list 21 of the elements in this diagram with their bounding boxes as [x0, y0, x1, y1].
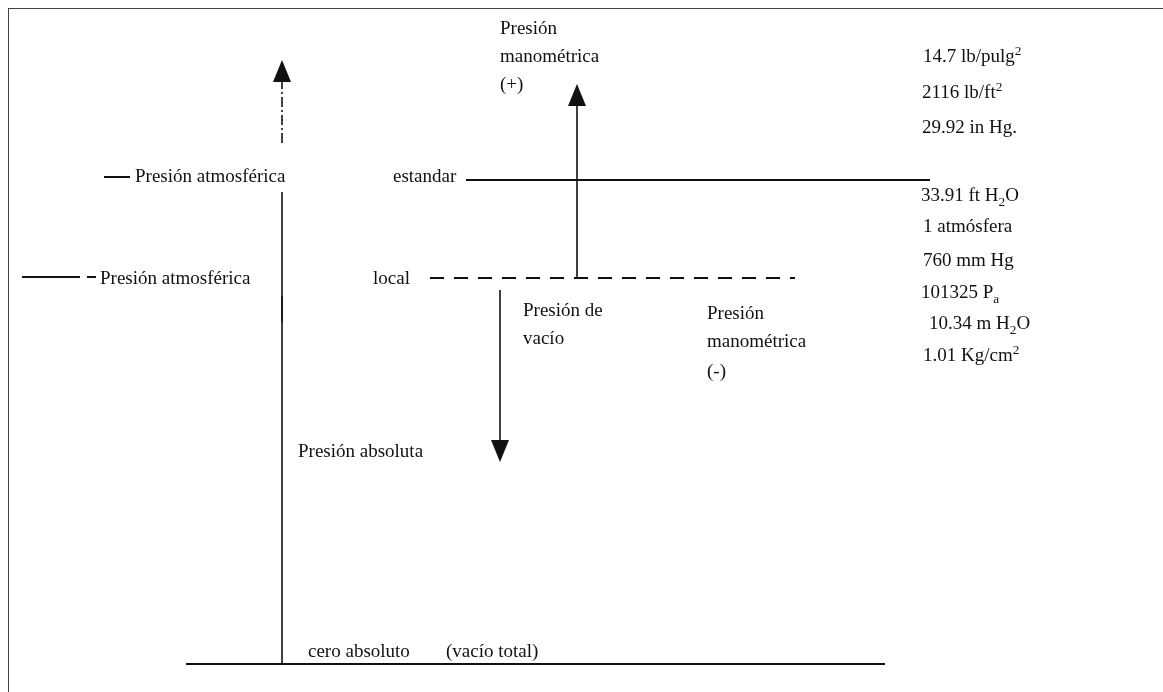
label-text: 29.92 in Hg. — [922, 115, 1017, 139]
label-text: 1 atmósfera — [923, 214, 1013, 238]
label-text: Presión manométrica — [500, 16, 601, 68]
label-text: (-) — [707, 359, 726, 383]
label-text: estandar — [393, 164, 457, 188]
label-text: (vacío total) — [446, 639, 539, 663]
label-text: 760 mm Hg — [923, 248, 1014, 272]
label-text: 10.34 m H$_{2}$O — [929, 311, 1031, 337]
label-text: 101325 P$_{a}$ — [921, 280, 1000, 306]
label-text: cero absoluto — [308, 639, 410, 663]
label-text: 14.7 lb/pulg$^{2}$ — [923, 42, 1022, 68]
label-text: 1.01 Kg/cm$^{2}$ — [923, 341, 1020, 367]
label-text: 2116 lb/ft$^{2}$ — [922, 78, 1003, 104]
label-text: Presión atmosférica — [135, 164, 286, 188]
label-text: Presión de vacío — [523, 298, 604, 350]
label-text: local — [373, 266, 410, 290]
label-text: (+) — [500, 72, 524, 96]
label-text: Presión manométrica — [707, 301, 808, 353]
label-text: Presión atmosférica — [100, 266, 251, 290]
label-text: Presión absoluta — [298, 439, 424, 463]
label-text: 33.91 ft H$_{2}$O — [921, 183, 1019, 209]
